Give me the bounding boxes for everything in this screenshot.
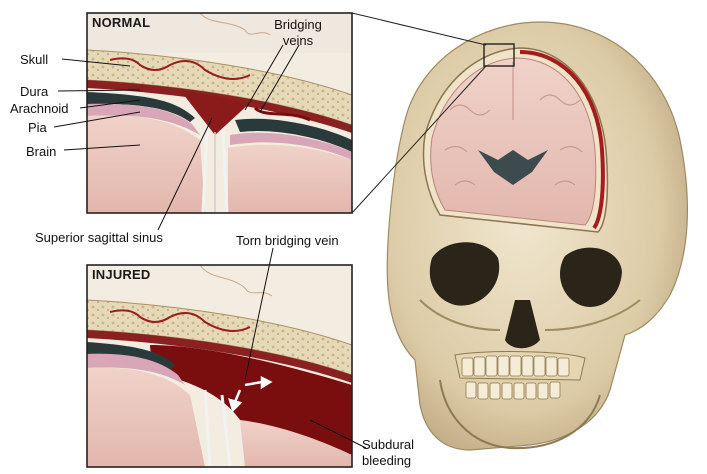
injured-panel-art (87, 265, 352, 467)
superior-sagittal-sinus-label: Superior sagittal sinus (35, 230, 163, 245)
skull-illustration (387, 22, 687, 450)
zoom-line-top (352, 13, 486, 45)
pia-label: Pia (28, 120, 47, 135)
injured-panel-title: INJURED (92, 267, 150, 282)
subdural-bleeding-label-line2: bleeding (362, 453, 411, 468)
subdural-bleeding-label-line1: Subdural (362, 437, 414, 452)
normal-panel-title: NORMAL (92, 15, 150, 30)
brain-label: Brain (26, 144, 56, 159)
bridging-veins-label-line1: Bridging (268, 17, 328, 32)
dura-label: Dura (20, 84, 48, 99)
arachnoid-label: Arachnoid (10, 101, 69, 116)
bridging-veins-label-line2: veins (268, 33, 328, 48)
skull-label: Skull (20, 52, 48, 67)
torn-bridging-vein-label: Torn bridging vein (236, 233, 339, 248)
